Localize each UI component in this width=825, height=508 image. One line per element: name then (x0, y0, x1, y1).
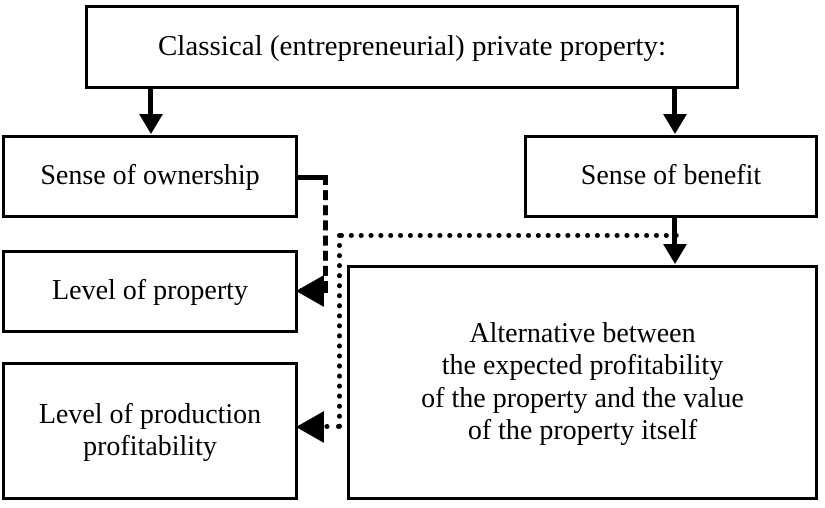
node-level-of-production-profitability[interactable]: Level of production profitability (2, 362, 298, 500)
node-label: Level of production profitability (38, 398, 262, 462)
edge-root-to-ownership-arrowhead (139, 114, 163, 134)
edge-root-to-benefit-arrowhead (663, 114, 687, 134)
node-sense-of-benefit[interactable]: Sense of benefit (524, 135, 818, 218)
edge-benefit-to-alternative-line (672, 218, 677, 245)
edge-alternative-to-level-prod-horizontal (313, 424, 341, 429)
edge-alternative-to-level-prod-top-horizontal (339, 233, 679, 238)
node-level-of-property[interactable]: Level of property (2, 250, 298, 333)
node-label: Alternative between the expected profita… (421, 318, 744, 446)
edge-benefit-to-alternative-arrowhead (663, 244, 687, 264)
edge-root-to-ownership-line (148, 89, 153, 116)
node-label: Sense of ownership (40, 160, 260, 192)
node-alternative-profitability-value[interactable]: Alternative between the expected profita… (347, 265, 818, 500)
edge-alternative-to-level-prod-vertical (337, 233, 342, 429)
node-classical-private-property[interactable]: Classical (entrepreneurial) private prop… (85, 5, 739, 89)
edge-root-to-benefit-line (672, 89, 677, 116)
node-label: Classical (entrepreneurial) private prop… (157, 30, 667, 63)
node-sense-of-ownership[interactable]: Sense of ownership (2, 135, 298, 218)
edge-ownership-stub (298, 175, 328, 180)
node-label: Sense of benefit (580, 160, 762, 192)
edge-ownership-to-level-prop-arrowhead (296, 275, 324, 307)
node-label: Level of property (52, 275, 248, 307)
edge-alternative-to-level-prod-arrowhead (296, 411, 324, 443)
edge-ownership-to-level-prop-vertical (323, 175, 328, 291)
